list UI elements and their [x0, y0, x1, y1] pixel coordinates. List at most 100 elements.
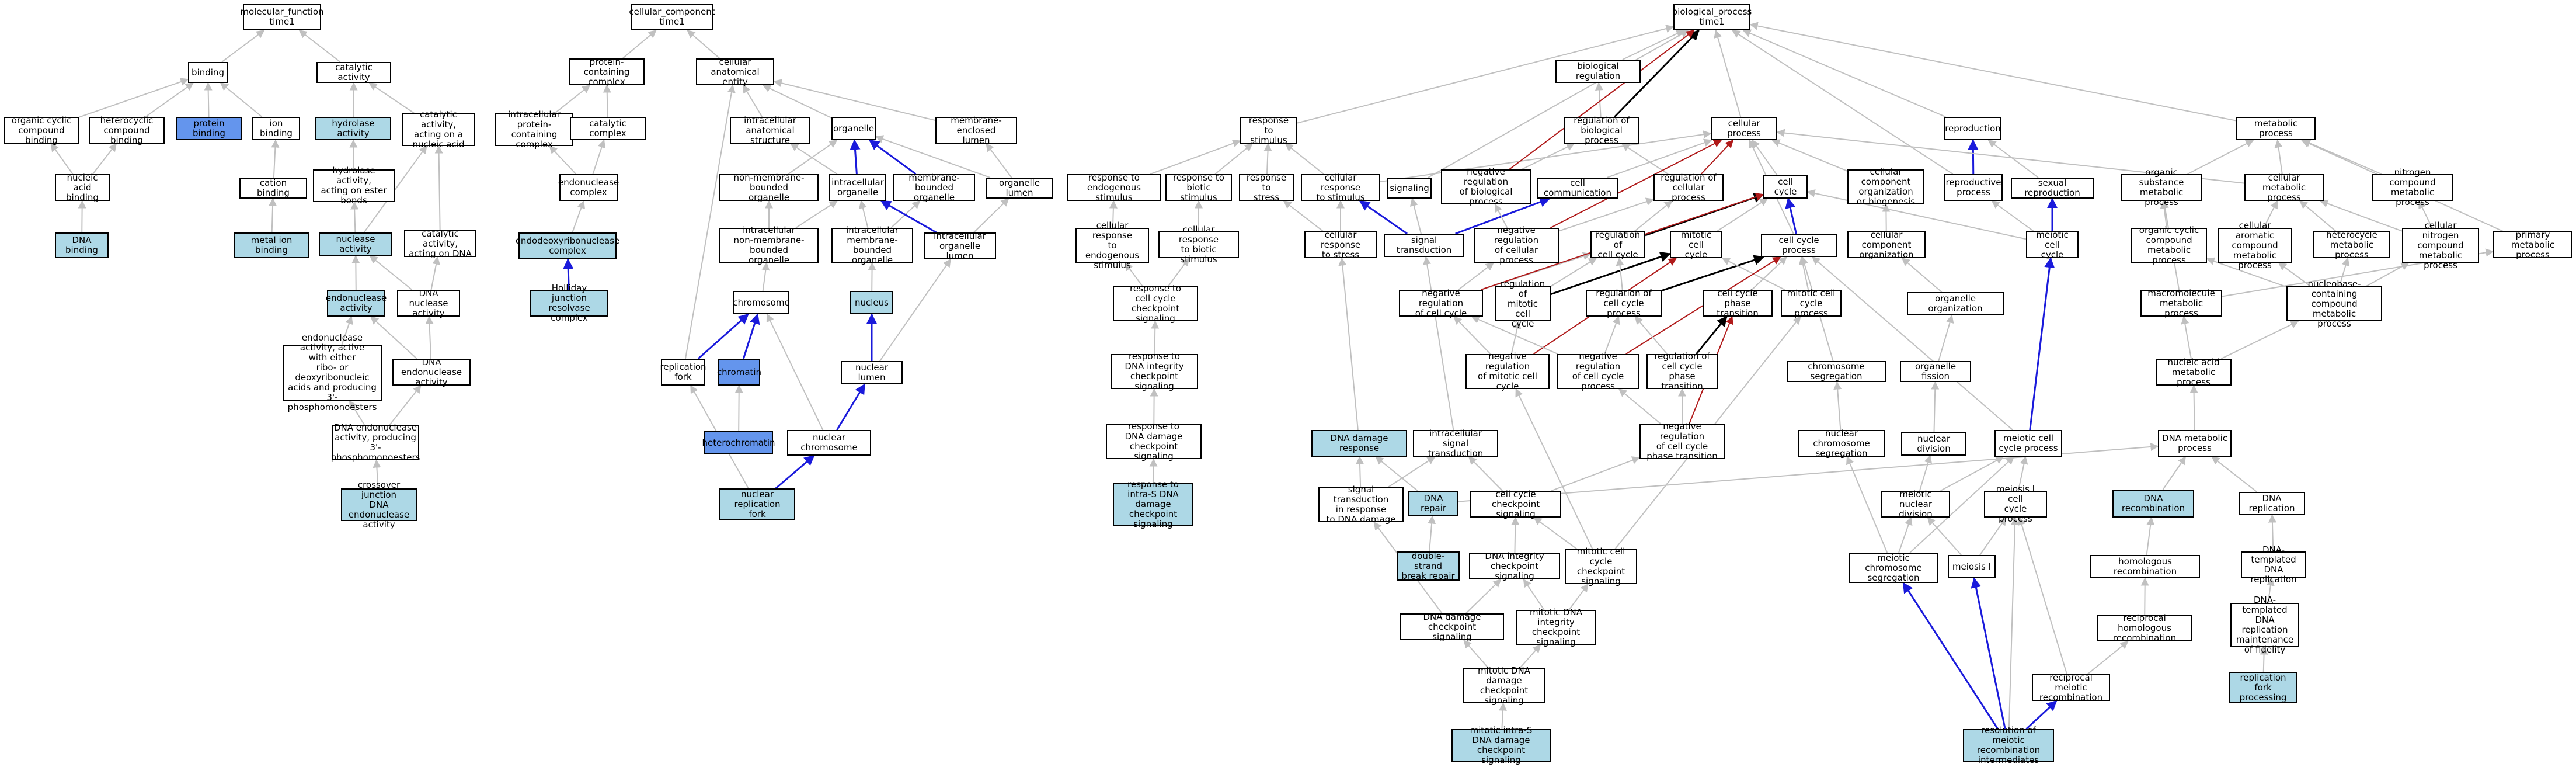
node-negative-regulation-of-biological-process[interactable]: negative regulation of biological proces…: [1441, 169, 1531, 204]
node-reciprocal-homologous-recombination[interactable]: reciprocal homologous recombination: [2097, 615, 2192, 641]
node-cell-communication[interactable]: cell communication: [1537, 178, 1618, 199]
node-mitotic-cell-cycle[interactable]: mitotic cell cycle: [1670, 231, 1722, 258]
node-heterocycle-metabolic-process[interactable]: heterocycle metabolic process: [2313, 231, 2390, 258]
node-heterochromatin[interactable]: heterochromatin: [704, 431, 773, 454]
node-organic-cyclic-compound-binding[interactable]: organic cyclic compound binding: [4, 117, 79, 144]
node-catalytic-complex[interactable]: catalytic complex: [570, 117, 646, 140]
node-cellular-aromatic-compound-metabolic-process[interactable]: cellular aromatic compound metabolic pro…: [2218, 228, 2292, 263]
node-reproductive-process[interactable]: reproductive process: [1944, 174, 2003, 201]
node-meiotic-cell-cycle-process[interactable]: meiotic cell cycle process: [1994, 430, 2062, 457]
node-membrane-enclosed-lumen[interactable]: membrane-enclosed lumen: [935, 117, 1017, 144]
node-dna-binding[interactable]: DNA binding: [55, 232, 109, 258]
node-hydrolase-activity[interactable]: hydrolase activity: [315, 117, 391, 140]
node-dna-integrity-checkpoint-signaling[interactable]: DNA integrity checkpoint signaling: [1469, 553, 1560, 579]
node-dna-metabolic-process[interactable]: DNA metabolic process: [2158, 430, 2232, 457]
node-organic-cyclic-compound-metabolic-process[interactable]: organic cyclic compound metabolic proces…: [2131, 228, 2207, 263]
node-response-to-endogenous-stimulus[interactable]: response to endogenous stimulus: [1067, 174, 1161, 201]
node-protein-containing-complex[interactable]: protein-containing complex: [569, 58, 645, 85]
node-endonuclease-activity[interactable]: endonuclease activity: [327, 290, 385, 317]
node-nuclear-division[interactable]: nuclear division: [1901, 432, 1966, 456]
node-intracellular-protein-complex[interactable]: intracellular protein-containing complex: [495, 113, 573, 146]
node-chromatin[interactable]: chromatin: [718, 359, 760, 386]
node-nucleic-acid-binding[interactable]: nucleic acid binding: [55, 174, 110, 201]
node-organelle-fission[interactable]: organelle fission: [1900, 361, 1971, 382]
node-negative-regulation-of-cell-cycle-process[interactable]: negative regulation of cell cycle proces…: [1557, 354, 1639, 389]
node-biological-process[interactable]: biological_process time1: [1673, 4, 1750, 30]
node-response-to-biotic-stimulus[interactable]: response to biotic stimulus: [1165, 174, 1232, 201]
node-regulation-of-cell-cycle[interactable]: regulation of cell cycle: [1590, 231, 1645, 258]
node-mitotic-dna-damage-checkpoint-signaling[interactable]: mitotic DNA damage checkpoint signaling: [1463, 668, 1545, 703]
node-negative-regulation-of-cell-cycle[interactable]: negative regulation of cell cycle: [1399, 290, 1483, 317]
node-heterocyclic-compound-binding[interactable]: heterocyclic compound binding: [89, 117, 165, 144]
node-response-to-dna-integrity-checkpoint-signaling[interactable]: response to DNA integrity checkpoint sig…: [1111, 354, 1198, 389]
node-regulation-of-cellular-process[interactable]: regulation of cellular process: [1653, 174, 1724, 201]
node-reproduction[interactable]: reproduction: [1944, 117, 2001, 140]
node-cell-cycle-phase-transition[interactable]: cell cycle phase transition: [1703, 290, 1773, 317]
node-metabolic-process[interactable]: metabolic process: [2236, 117, 2316, 140]
node-meiosis-i[interactable]: meiosis I: [1948, 555, 1996, 578]
node-molecular-function[interactable]: molecular_function time1: [243, 4, 321, 30]
node-nuclease-activity[interactable]: nuclease activity: [319, 232, 392, 256]
node-organelle-lumen[interactable]: organelle lumen: [986, 178, 1053, 199]
node-cellular-component[interactable]: cellular_component time1: [631, 4, 713, 30]
node-sexual-reproduction[interactable]: sexual reproduction: [2011, 178, 2094, 199]
node-cellular-response-to-biotic-stimulus[interactable]: cellular response to biotic stimulus: [1158, 231, 1239, 258]
node-holliday-junction[interactable]: Holliday junction resolvase complex: [530, 290, 608, 317]
node-cellular-response-to-stimulus[interactable]: cellular response to stimulus: [1301, 174, 1380, 201]
node-nuclear-lumen[interactable]: nuclear lumen: [841, 361, 903, 384]
node-macromolecule-metabolic-process[interactable]: macromolecule metabolic process: [2140, 290, 2222, 317]
node-meiotic-cell-cycle[interactable]: meiotic cell cycle: [2026, 231, 2079, 258]
node-cellular-component-organization[interactable]: cellular component organization: [1847, 231, 1926, 258]
node-regulation-of-cell-cycle-phase-transition[interactable]: regulation of cell cycle phase transitio…: [1646, 354, 1718, 389]
node-dna-damage-checkpoint-signaling[interactable]: DNA damage checkpoint signaling: [1400, 613, 1504, 640]
node-dna-endonuclease-3p[interactable]: DNA endonuclease activity, producing 3'-…: [332, 425, 419, 460]
node-regulation-of-cell-cycle-process[interactable]: regulation of cell cycle process: [1586, 290, 1662, 317]
node-meiosis-i-cell-cycle-process[interactable]: meiosis I cell cycle process: [1984, 491, 2047, 518]
node-dna-replication[interactable]: DNA replication: [2239, 492, 2305, 515]
node-nucleobase-containing-compound-metabolic-process[interactable]: nucleobase-containing compound metabolic…: [2286, 286, 2382, 321]
node-intracellular-non-membrane[interactable]: intracellular non-membrane-bounded organ…: [719, 228, 819, 263]
node-cation-binding[interactable]: cation binding: [239, 178, 307, 199]
node-negative-regulation-of-cell-cycle-phase-transition[interactable]: negative regulation of cell cycle phase …: [1639, 424, 1725, 459]
node-dna-endonuclease-activity[interactable]: DNA endonuclease activity: [392, 359, 471, 386]
node-cellular-process[interactable]: cellular process: [1711, 117, 1777, 140]
node-nuclear-chromosome-segregation[interactable]: nuclear chromosome segregation: [1798, 430, 1885, 457]
node-dna-nuclease-activity[interactable]: DNA nuclease activity: [397, 290, 460, 317]
node-intracellular-membrane-bounded[interactable]: intracellular membrane-bounded organelle: [831, 228, 913, 263]
node-cell-cycle-process[interactable]: cell cycle process: [1761, 234, 1837, 257]
node-cellular-anatomical-entity[interactable]: cellular anatomical entity: [696, 58, 774, 85]
node-response-to-stimulus[interactable]: response to stimulus: [1240, 117, 1297, 144]
node-response-to-intra-s-dna-damage-checkpoint-signaling[interactable]: response to intra-S DNA damage checkpoin…: [1113, 483, 1193, 526]
node-regulation-of-biological-process[interactable]: regulation of biological process: [1564, 117, 1639, 144]
node-chromosome-segregation[interactable]: chromosome segregation: [1787, 361, 1886, 382]
node-organelle[interactable]: organelle: [831, 117, 876, 140]
node-replication-fork-processing[interactable]: replication fork processing: [2229, 672, 2297, 703]
node-regulation-of-mitotic-cell-cycle[interactable]: regulation of mitotic cell cycle: [1495, 286, 1551, 321]
node-dna-templated-dna-replication[interactable]: DNA-templated DNA replication: [2241, 551, 2306, 578]
node-reciprocal-meiotic-recombination[interactable]: reciprocal meiotic recombination: [2032, 674, 2110, 701]
node-response-to-stress[interactable]: response to stress: [1239, 174, 1294, 201]
node-metal-ion-binding[interactable]: metal ion binding: [234, 232, 309, 258]
node-response-to-cell-cycle-checkpoint-signaling[interactable]: response to cell cycle checkpoint signal…: [1113, 286, 1198, 321]
node-nucleic-acid-metabolic-process[interactable]: nucleic acid metabolic process: [2156, 359, 2232, 386]
node-resolution-of-meiotic-recombination-intermediates[interactable]: resolution of meiotic recombination inte…: [1963, 729, 2054, 762]
node-intracellular-organelle-lumen[interactable]: intracellular organelle lumen: [924, 232, 996, 259]
node-cellular-response-to-endogenous-stimulus[interactable]: cellular response to endogenous stimulus: [1075, 228, 1149, 263]
node-dna-repair[interactable]: DNA repair: [1408, 491, 1458, 516]
node-negative-regulation-of-cellular-process[interactable]: negative regulation of cellular process: [1474, 228, 1559, 263]
node-replication-fork[interactable]: replication fork: [661, 359, 705, 386]
node-crossover-junction[interactable]: crossover junction DNA endonuclease acti…: [341, 488, 417, 521]
node-nuclear-chromosome[interactable]: nuclear chromosome: [787, 430, 871, 456]
node-nuclear-replication-fork[interactable]: nuclear replication fork: [719, 488, 795, 520]
node-dna-recombination[interactable]: DNA recombination: [2112, 490, 2194, 518]
node-organelle-organization[interactable]: organelle organization: [1907, 292, 2004, 315]
node-organic-substance-metabolic-process[interactable]: organic substance metabolic process: [2121, 174, 2202, 201]
node-nucleus[interactable]: nucleus: [850, 291, 893, 314]
node-primary-metabolic-process[interactable]: primary metabolic process: [2493, 231, 2572, 258]
node-endonuclease-complex[interactable]: endonuclease complex: [559, 174, 618, 201]
node-negative-regulation-of-mitotic-cell-cycle[interactable]: negative regulation of mitotic cell cycl…: [1465, 354, 1550, 389]
node-signal-transduction-dna-damage[interactable]: signal transduction in response to DNA d…: [1318, 487, 1404, 522]
node-intracellular-signal-transduction[interactable]: intracellular signal transduction: [1413, 430, 1498, 457]
node-binding[interactable]: binding: [188, 62, 228, 83]
node-ion-binding[interactable]: ion binding: [252, 117, 300, 140]
